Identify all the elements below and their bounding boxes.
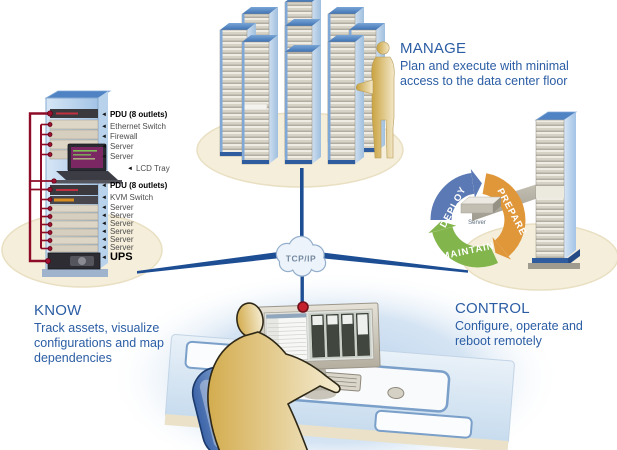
lcd-tray-laptop [52, 143, 122, 184]
control-heading: CONTROL [455, 300, 530, 317]
triangle-bullet-icon: ◄ [101, 205, 107, 211]
firewall-device [49, 129, 99, 140]
triangle-bullet-icon: ◄ [101, 213, 107, 219]
rack-item-label: ◄KVM Switch [101, 193, 154, 202]
rack-item-label: ◄LCD Tray [127, 164, 170, 173]
server-cluster [219, 0, 385, 165]
deploy-arrowhead-icon [470, 169, 482, 198]
rack-item-label: ◄Ethernet Switch [101, 122, 166, 131]
standing-person [355, 41, 395, 159]
rack-item-label: ◄Server [101, 219, 134, 228]
line-to-control [304, 250, 468, 273]
cycle-server-label: Server [468, 220, 486, 226]
desk-panel-right [374, 409, 473, 439]
rack-item-label: ◄Server [101, 152, 134, 161]
triangle-bullet-icon: ◄ [101, 221, 107, 227]
triangle-bullet-icon: ◄ [127, 166, 133, 172]
rack-item-label: ◄Server [101, 243, 134, 252]
server-device [49, 204, 99, 213]
triangle-bullet-icon: ◄ [101, 124, 107, 130]
screen-rack-views [311, 312, 370, 358]
server-device [49, 236, 99, 245]
maintain-arc [432, 226, 499, 268]
rack-item-label: ◄Server [101, 227, 134, 236]
rack-item-label: ◄PDU (8 outlets) [101, 110, 168, 119]
manage-description: Plan and execute with minimal access to … [400, 59, 569, 88]
line-to-know [137, 249, 300, 274]
server-device [49, 228, 99, 237]
know-heading: KNOW [34, 302, 82, 319]
prepare-arrowhead-icon [492, 237, 512, 260]
monitor-screen [263, 308, 375, 364]
mouse [387, 386, 405, 399]
rack-base [42, 269, 108, 277]
seated-person [207, 302, 341, 450]
network-lines [137, 168, 468, 305]
triangle-bullet-icon: ◄ [101, 183, 107, 189]
prepare-arc [481, 173, 526, 257]
ups-device [47, 252, 101, 270]
server-device [49, 212, 99, 221]
know-rack [28, 90, 122, 277]
triangle-bullet-icon: ◄ [101, 255, 107, 261]
monitor-base [304, 390, 337, 400]
control-description: Configure, operate and reboot remotely [455, 319, 583, 348]
manage-section: MANAGE Plan and execute with minimal acc… [400, 40, 572, 89]
know-section: KNOW Track assets, visualize configurati… [34, 302, 196, 366]
line-to-console [300, 274, 304, 305]
rack-item-label: ◄Server [101, 142, 134, 151]
lifecycle-ring: DEPLOY PREPARE MAINTAIN Server [428, 169, 529, 268]
tcpip-cloud: TCP/IP [275, 235, 327, 277]
triangle-bullet-icon: ◄ [101, 195, 107, 201]
line-to-manage [300, 168, 304, 244]
empty-rack-slot [536, 186, 564, 198]
triangle-bullet-icon: ◄ [101, 134, 107, 140]
maintain-arrowhead-icon [428, 221, 457, 234]
rack-item-label: ◄Server [101, 211, 134, 220]
deploy-arc [430, 173, 475, 221]
manage-heading: MANAGE [400, 40, 467, 57]
rack-item-label: ◄Firewall [101, 132, 138, 141]
rack-item-label: ◄PDU (8 outlets) [101, 181, 168, 190]
rack-devices [47, 109, 122, 270]
triangle-bullet-icon: ◄ [101, 245, 107, 251]
know-description: Track assets, visualize configurations a… [34, 321, 164, 365]
triangle-bullet-icon: ◄ [101, 144, 107, 150]
triangle-bullet-icon: ◄ [101, 112, 107, 118]
server-device [49, 244, 99, 253]
control-section: CONTROL Configure, operate and reboot re… [455, 300, 607, 349]
cycle-server-box [460, 196, 502, 214]
cable-ports [45, 110, 57, 264]
connection-dot-icon [297, 301, 309, 313]
triangle-bullet-icon: ◄ [101, 229, 107, 235]
cloud-label: TCP/IP [286, 254, 316, 264]
ethernet-switch-device [49, 119, 99, 130]
rack-item-label: ◄Server [101, 235, 134, 244]
rack-item-label: ◄Server [101, 203, 134, 212]
control-rack [528, 111, 580, 269]
triangle-bullet-icon: ◄ [101, 237, 107, 243]
server-device [49, 220, 99, 229]
triangle-bullet-icon: ◄ [101, 154, 107, 160]
rack-item-label: ◄UPS [101, 251, 133, 263]
